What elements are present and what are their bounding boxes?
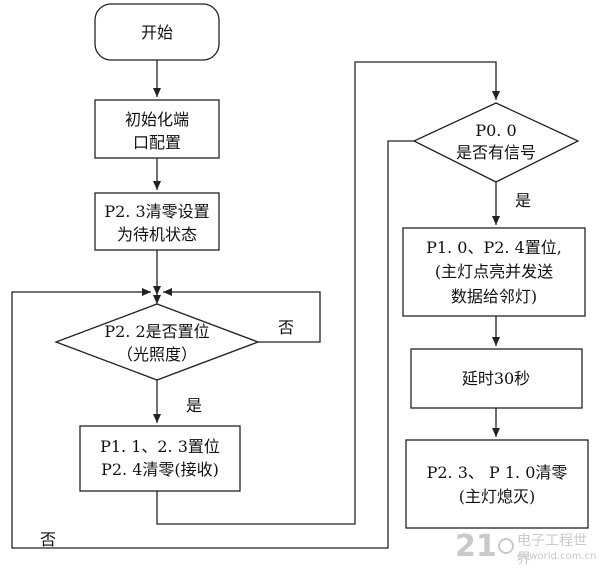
main-off-process-shape <box>405 439 589 529</box>
node-light-check: P2. 2是否置位 （光照度） <box>54 303 260 381</box>
edge-receive-to-signal-check <box>156 61 500 525</box>
signal-check-label-line-1: P0. 0 <box>475 121 516 140</box>
standby-label-line-2: 为待机状态 <box>117 225 197 244</box>
edge-signal-no-loop <box>11 140 414 549</box>
node-signal-check: P0. 0 是否有信号 <box>412 102 580 183</box>
watermark-number: 21 <box>455 529 497 564</box>
edge-label-light-no: 否 <box>278 318 294 337</box>
node-main-on: P1. 0、P2. 4置位, (主灯点亮并发送 数据给邻灯) <box>402 227 586 317</box>
watermark: 21 电子工程世界 eeworld.com.cn <box>455 530 597 570</box>
edge-light-no-loop <box>163 288 321 343</box>
watermark-site-name: 电子工程世界 <box>517 533 587 567</box>
watermark-logo-icon <box>498 538 514 554</box>
node-standby: P2. 3清零设置 为待机状态 <box>94 192 220 251</box>
start-label: 开始 <box>141 23 173 42</box>
main-on-label-line-3: 数据给邻灯) <box>451 287 537 306</box>
node-receive: P1. 1、2. 3置位 P2. 4清零(接收) <box>79 425 241 492</box>
signal-check-label-line-2: 是否有信号 <box>456 143 536 162</box>
node-init: 初始化端 口配置 <box>94 99 220 159</box>
receive-label-line-2: P2. 4清零(接收) <box>101 460 219 479</box>
init-label-line-2: 口配置 <box>133 133 181 152</box>
watermark-site-url: eeworld.com.cn <box>517 551 597 562</box>
node-delay: 延时30秒 <box>410 348 583 409</box>
standby-label-line-1: P2. 3清零设置 <box>104 202 209 221</box>
light-check-label-line-2: （光照度） <box>117 345 197 364</box>
standby-process-shape <box>94 192 220 251</box>
delay-label: 延时30秒 <box>462 369 530 388</box>
edge-label-signal-no: 否 <box>40 530 56 549</box>
main-off-label-line-2: (主灯熄灭) <box>459 487 536 506</box>
receive-label-line-1: P1. 1、2. 3置位 <box>100 437 220 456</box>
main-on-label-line-1: P1. 0、P2. 4置位, <box>426 238 562 257</box>
delay-process-shape <box>410 348 583 409</box>
signal-check-decision-shape <box>412 102 580 183</box>
edge-label-light-yes: 是 <box>186 396 202 415</box>
start-terminal-shape <box>94 3 220 61</box>
main-off-label-line-1: P2. 3、 P 1. 0清零 <box>427 463 568 482</box>
edges <box>11 60 500 549</box>
main-on-process-shape <box>402 227 586 317</box>
node-start: 开始 <box>94 3 220 61</box>
edge-label-signal-yes: 是 <box>515 191 531 210</box>
init-process-shape <box>94 99 220 159</box>
light-check-decision-shape <box>54 303 260 381</box>
node-main-off: P2. 3、 P 1. 0清零 (主灯熄灭) <box>405 439 589 529</box>
light-check-label-line-1: P2. 2是否置位 <box>104 322 209 341</box>
receive-process-shape <box>79 425 241 492</box>
main-on-label-line-2: (主灯点亮并发送 <box>435 262 553 281</box>
init-label-line-1: 初始化端 <box>125 110 189 129</box>
